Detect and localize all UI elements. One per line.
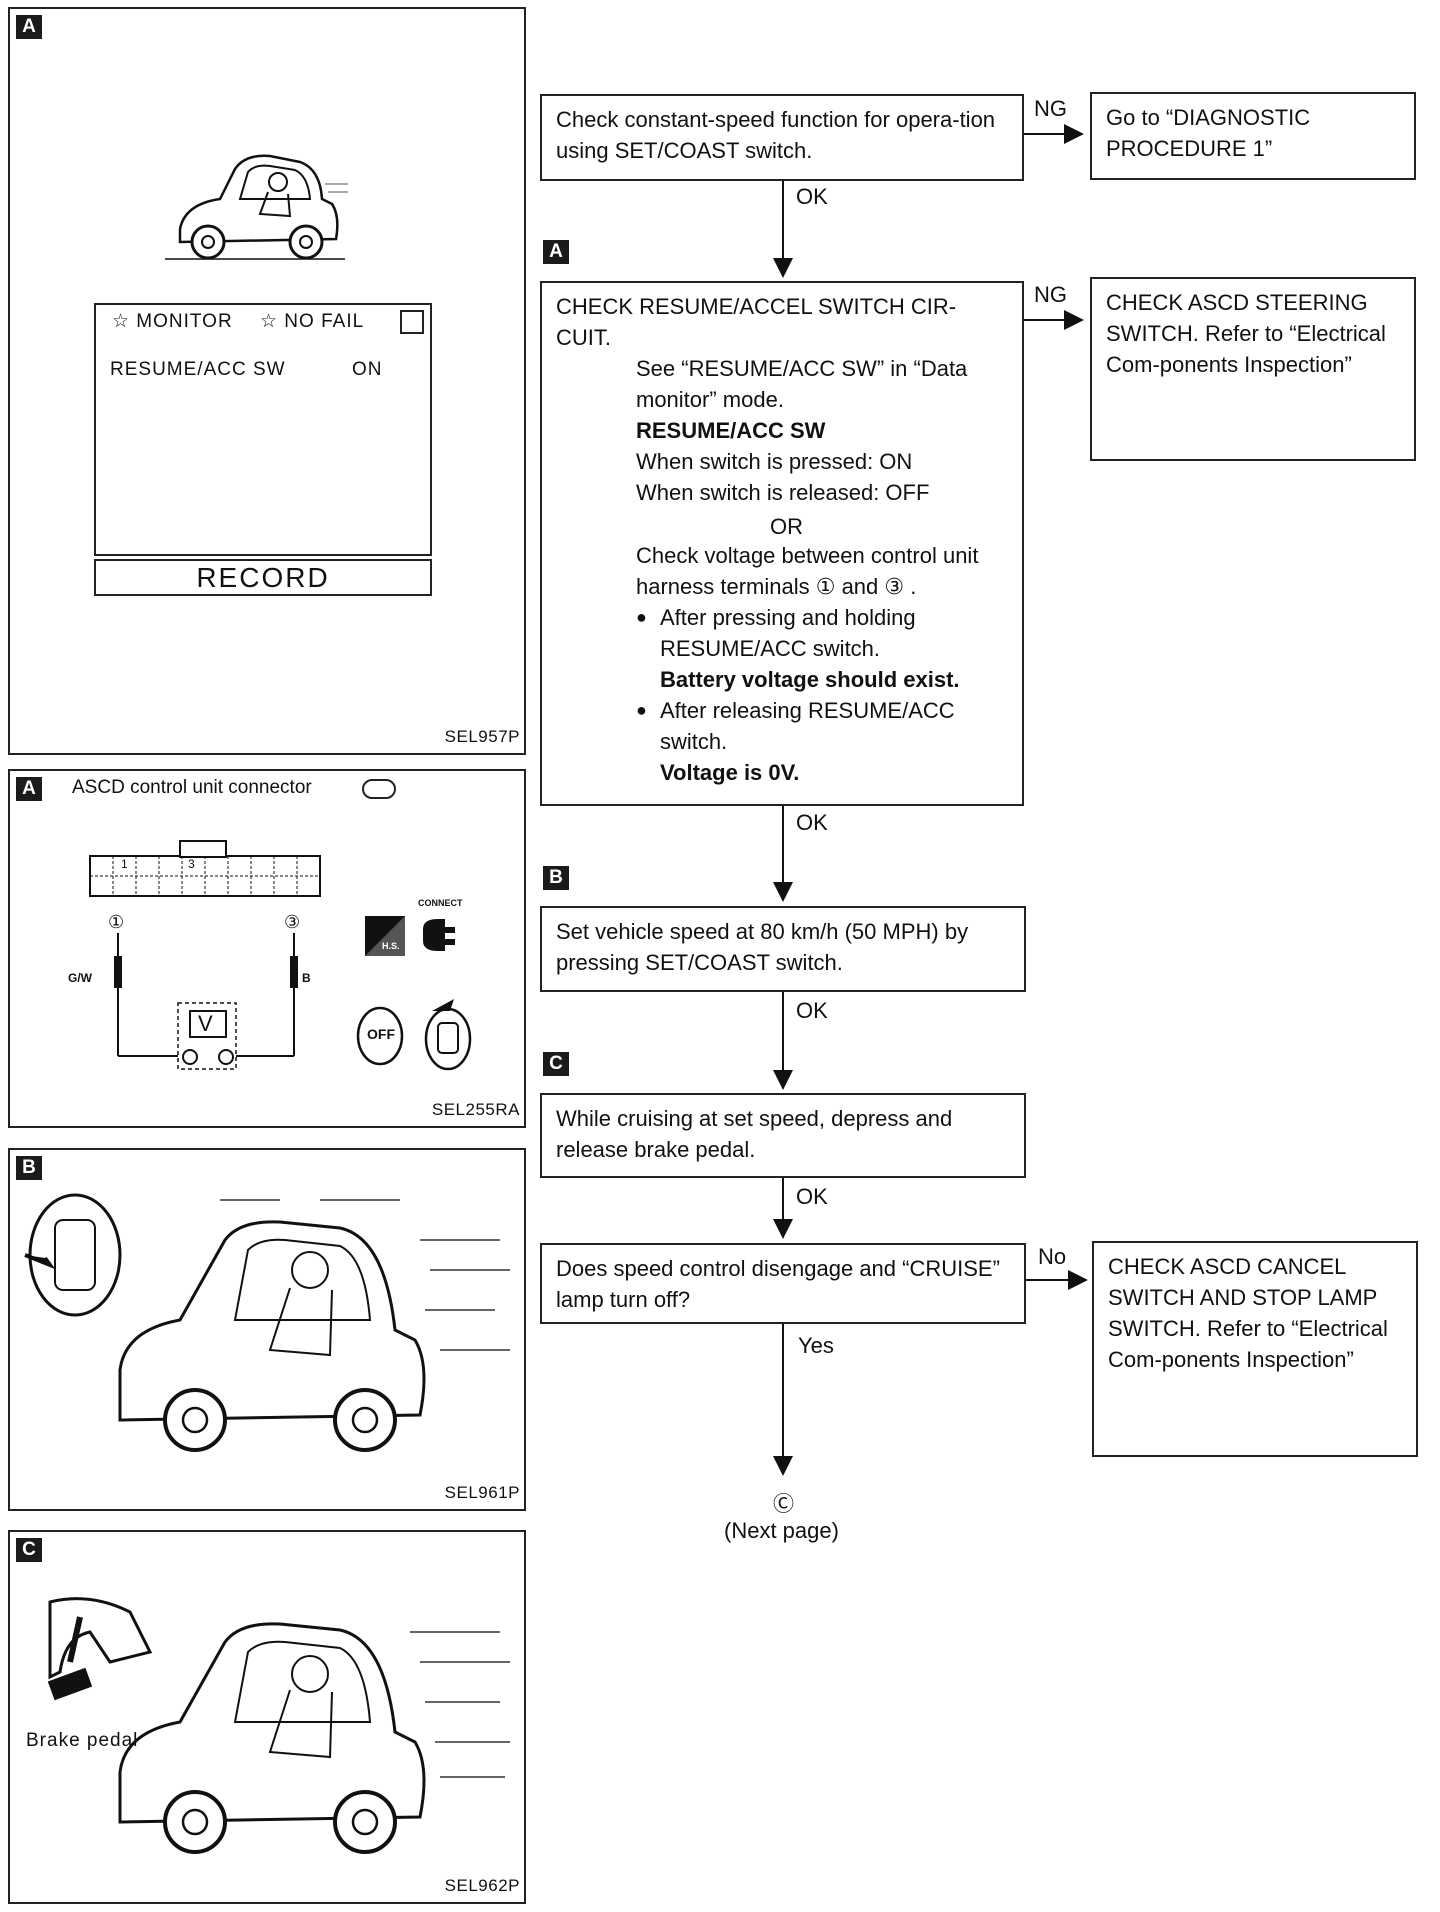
figure-code: SEL961P: [444, 1483, 520, 1502]
voltage-instruction: Check voltage between control unit harne…: [636, 543, 979, 599]
driving-car-illustration: [165, 154, 348, 260]
brake-pedal-car-illustration: [47, 1597, 510, 1854]
connector-harness-icon: [362, 779, 396, 799]
terminal-3-label: ③: [284, 912, 301, 932]
ignition-off-label: OFF: [367, 1026, 395, 1042]
section-tag-b: B: [16, 1156, 42, 1180]
illustration-panel-monitor: A ☆ MONITOR ☆ NO FAIL RESUME/ACC SW ON R…: [8, 7, 526, 755]
connector-title: ASCD control unit connector: [72, 777, 312, 798]
steering-switch-car-illustration: [24, 1193, 510, 1452]
ok-label-step3: OK: [796, 998, 828, 1023]
flow-result-check-steering-switch: CHECK ASCD STEERING SWITCH. Refer to “El…: [1090, 277, 1416, 461]
step2-voltage-text: Check voltage between control unit harne…: [636, 540, 1016, 788]
section-tag-a2: A: [16, 777, 42, 801]
ng-label-step1: NG: [1034, 96, 1067, 121]
section-tag-b-flow: B: [543, 866, 569, 890]
consult-item: RESUME/ACC SW: [636, 418, 826, 443]
bullet-text: After pressing and holding RESUME/ACC sw…: [660, 605, 916, 661]
hs-label: H.S.: [382, 941, 400, 951]
illustration-panel-resume: B SEL961P: [8, 1148, 526, 1511]
consult-released: When switch is released: OFF: [636, 480, 930, 505]
next-page-marker: Ⓒ: [773, 1493, 794, 1516]
illustration-panel-brake: C Brake pedal SEL962P: [8, 1530, 526, 1904]
flow-step-check-resume-circuit: CHECK RESUME/ACCEL SWITCH CIR-CUIT. See …: [540, 281, 1024, 806]
consult-pressed: When switch is pressed: ON: [636, 449, 913, 474]
wire-gw-label: G/W: [68, 971, 92, 985]
ok-label-step2: OK: [796, 810, 828, 835]
voltage-expected-battery: Battery voltage should exist.: [660, 667, 960, 692]
connect-label: CONNECT: [418, 898, 463, 908]
next-page-label[interactable]: (Next page): [724, 1518, 839, 1543]
consult-instruction: See “RESUME/ACC SW” in “Data monitor” mo…: [636, 356, 968, 412]
figure-code: SEL962P: [444, 1876, 520, 1895]
yes-label-step5: Yes: [798, 1333, 834, 1358]
voltage-expected-zero: Voltage is 0V.: [660, 760, 800, 785]
no-fail-label: ☆ NO FAIL: [260, 311, 365, 332]
voltage-bullet-pressed: After pressing and holding RESUME/ACC sw…: [636, 602, 1016, 664]
flow-step-set-vehicle-speed: Set vehicle speed at 80 km/h (50 MPH) by…: [540, 906, 1026, 992]
terminal-1-label: ①: [108, 912, 125, 932]
ok-label-step4: OK: [796, 1184, 828, 1209]
monitor-screen: ☆ MONITOR ☆ NO FAIL RESUME/ACC SW ON: [94, 303, 432, 556]
pin-1-label: 1: [121, 857, 128, 871]
or-label: OR: [766, 511, 807, 542]
connector-wiring-diagram: [89, 840, 472, 1071]
figure-code: SEL957P: [444, 727, 520, 746]
section-tag-a-flow: A: [543, 240, 569, 264]
step2-consult-text: See “RESUME/ACC SW” in “Data monitor” mo…: [636, 353, 1016, 508]
result-text: CHECK ASCD STEERING SWITCH. Refer to “El…: [1106, 290, 1386, 377]
flow-step-depress-brake: While cruising at set speed, depress and…: [540, 1093, 1026, 1178]
monitor-item-value: ON: [352, 359, 383, 380]
ok-label-step1: OK: [796, 184, 828, 209]
section-tag-c-flow: C: [543, 1052, 569, 1076]
illustration-panel-connector: A ASCD control unit connector: [8, 769, 526, 1128]
wire-b-label: B: [302, 971, 311, 985]
bullet-text: After releasing RESUME/ACC switch.: [660, 698, 955, 754]
section-tag-a: A: [16, 15, 42, 39]
result-text: Go to “DIAGNOSTIC PROCEDURE 1”: [1106, 105, 1311, 161]
monitor-item-label: RESUME/ACC SW: [110, 359, 286, 380]
figure-code: SEL255RA: [431, 1100, 520, 1119]
step-text: While cruising at set speed, depress and…: [556, 1106, 953, 1162]
flow-step-speed-control-disengage: Does speed control disengage and “CRUISE…: [540, 1243, 1026, 1324]
brake-pedal-label: Brake pedal: [26, 1730, 139, 1751]
no-label-step5: No: [1038, 1244, 1067, 1269]
ng-label-step2: NG: [1034, 282, 1067, 307]
record-button[interactable]: RECORD: [94, 559, 432, 596]
step-text: Set vehicle speed at 80 km/h (50 MPH) by…: [556, 919, 969, 975]
flow-result-diagnostic-procedure: Go to “DIAGNOSTIC PROCEDURE 1”: [1090, 92, 1416, 180]
monitor-checkbox: [400, 310, 424, 334]
flow-step-check-constant-speed: Check constant-speed function for opera-…: [540, 94, 1024, 181]
pin-3-label: 3: [188, 857, 195, 871]
monitor-header: ☆ MONITOR: [112, 311, 233, 332]
section-tag-c: C: [16, 1538, 42, 1562]
voltmeter-label: V: [198, 1011, 213, 1036]
step-text: Check constant-speed function for opera-…: [556, 107, 996, 163]
flow-result-check-cancel-switch: CHECK ASCD CANCEL SWITCH AND STOP LAMP S…: [1092, 1241, 1418, 1457]
step2-title: CHECK RESUME/ACCEL SWITCH CIR-CUIT.: [556, 294, 957, 350]
voltage-bullet-released: After releasing RESUME/ACC switch.: [636, 695, 1016, 757]
result-text: CHECK ASCD CANCEL SWITCH AND STOP LAMP S…: [1108, 1254, 1388, 1372]
step-text: Does speed control disengage and “CRUISE…: [556, 1256, 1000, 1312]
